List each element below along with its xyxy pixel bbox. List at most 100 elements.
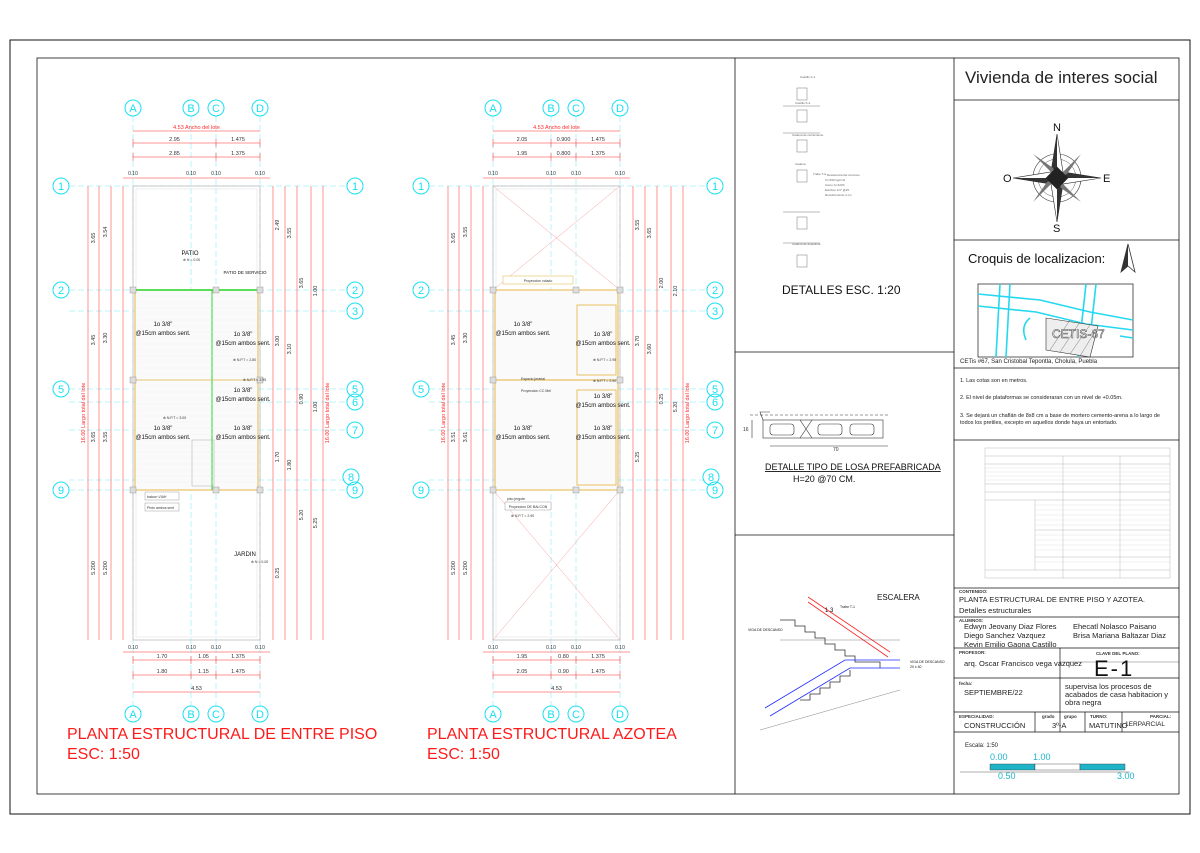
plan-title-azotea: PLANTA ESTRUCTURAL AZOTEA — [427, 726, 677, 743]
axis-bubble-9 — [346, 481, 364, 499]
dim-wall-bottom: 0.10 — [546, 645, 556, 651]
dim-left-value: 3.61 — [463, 432, 469, 443]
axis-bubble-8 — [342, 468, 360, 486]
dim-lot-width: 4.53 Ancho del lote — [533, 125, 580, 131]
project-title: Vivienda de interes social — [965, 68, 1158, 87]
stair-hole — [191, 439, 215, 487]
outer-frame — [9, 39, 1191, 815]
column — [572, 486, 580, 494]
svg-text:Trabe T-1: Trabe T-1 — [813, 172, 826, 176]
dim-left-value: 3.54 — [103, 227, 109, 238]
dim-right-value: 5.20 — [299, 510, 305, 521]
level-marker: ⊕ N.P.T = 3.00 — [163, 416, 186, 420]
dim-right-value: 0.25 — [275, 568, 281, 579]
axis-bubble-6 — [706, 393, 724, 411]
svg-text:f'c=250 kg/cm2: f'c=250 kg/cm2 — [825, 178, 845, 182]
axis-label-9: 9 — [418, 485, 424, 497]
axis-label-9: 9 — [352, 485, 358, 497]
dim-right-value: 3.65 — [299, 278, 305, 289]
dim-bottom-value: 0.90 — [558, 669, 569, 675]
dim-left-value: 5.200 — [463, 561, 469, 575]
contenido: PLANTA ESTRUCTURAL DE ENTRE PISO Y AZOTE… — [959, 595, 1146, 604]
axis-bubble-5 — [706, 380, 724, 398]
section-details-notes: Castillo K-1 Castillo K-2 Cadena de cerr… — [792, 75, 860, 246]
dim-top-value: 1.375 — [231, 151, 245, 157]
axis-bubble-8 — [702, 468, 720, 486]
dim-top-value: 0.800 — [557, 151, 571, 157]
dim-wall-bottom: 0.10 — [615, 645, 625, 651]
dim-right-value: 1.80 — [287, 460, 293, 471]
inner-frame — [36, 57, 1180, 795]
column — [489, 376, 497, 384]
rebar-bar: 1o 3/8" — [594, 426, 613, 432]
dim-wall-bottom: 0.10 — [128, 645, 138, 651]
terrain-table-rows — [985, 467, 1170, 563]
note-1: 1. Las cotas son en metros. — [960, 378, 1028, 384]
plan-scale-azotea: ESC: 1:50 — [427, 746, 500, 763]
profesor-label: PROFESOR: — [959, 650, 986, 655]
axis-label-7: 7 — [712, 425, 718, 437]
dim-top-value: 2.95 — [169, 137, 180, 143]
dim-right-value: 3.55 — [287, 228, 293, 239]
dim-bottom-value: 0.80 — [558, 654, 569, 660]
fecha-label: fecha: — [959, 681, 973, 686]
axis-label-6: 6 — [712, 397, 718, 409]
rebar-spacing: @15cm ambos sent. — [575, 435, 630, 441]
slab-dim-width: 70 — [833, 447, 839, 453]
location-arrow-icon — [1120, 243, 1136, 274]
alumnos-label: ALUMNOS: — [959, 618, 984, 623]
column — [489, 486, 497, 494]
axis-label-8: 8 — [348, 472, 354, 484]
axis-label-1: 1 — [712, 181, 718, 193]
escala-label: Escala: 1:50 — [965, 743, 999, 749]
alumno-3: Kevin Emilio Gaona Castillo — [964, 640, 1057, 649]
axis-bubble-2 — [346, 281, 364, 299]
svg-text:Cadena de cerramiento: Cadena de cerramiento — [792, 133, 824, 137]
note-3: 3. Se dejará un chaflán de 8x8 cm a base… — [960, 413, 1160, 426]
parcial-label: PARCIAL: — [1150, 714, 1172, 719]
fecha: SEPTIEMBRE/22 — [964, 688, 1023, 697]
column — [129, 286, 137, 294]
dim-bottom-value: 1.15 — [198, 669, 209, 675]
level-marker: ⊕ N.P.T = 2.95 — [593, 358, 616, 362]
dim-top-value: 1.475 — [591, 137, 605, 143]
dim-top-value: 2.85 — [169, 151, 180, 157]
dim-left-value: 5.200 — [103, 561, 109, 575]
dim-top-value: 1.375 — [591, 151, 605, 157]
location-map — [977, 283, 1134, 358]
turno: MATUTINO — [1089, 721, 1128, 730]
dim-top-value: 0.900 — [557, 137, 571, 143]
stair-label-trabe: Trabe T-1 — [840, 605, 855, 609]
tag-box — [504, 501, 552, 511]
axis-label-D: D — [616, 103, 624, 115]
parcial: 1ERPARCIAL — [1125, 721, 1165, 728]
supervision: supervisa los procesos de acabados de ca… — [1065, 682, 1168, 707]
axis-label-5: 5 — [712, 384, 718, 396]
dim-wall-top: 0.10 — [488, 171, 498, 177]
alumno-2: Diego Sanchez Vazquez — [964, 631, 1046, 640]
dim-right-value: 1.00 — [313, 286, 319, 297]
axis-label-7: 7 — [352, 425, 358, 437]
column — [212, 286, 220, 294]
rebar-bar: 1o 3/8" — [514, 322, 533, 328]
dim-bottom-value: 2.05 — [517, 669, 528, 675]
dim-right-value: 0.90 — [299, 394, 305, 405]
column — [256, 376, 264, 384]
dim-wall-top: 0.10 — [186, 171, 196, 177]
axis-label-C: C — [212, 103, 220, 115]
dim-left-value: 3.30 — [103, 333, 109, 344]
plan-scale-entre-piso: ESC: 1:50 — [67, 746, 140, 763]
rebar-spacing: @15cm ambos sent. — [135, 435, 190, 441]
axis-bubble-9 — [706, 481, 724, 499]
level-marker: ⊕ N = 0.00 — [183, 258, 200, 262]
compass-s: S — [1053, 223, 1060, 235]
rebar-bar: 1o 3/8" — [154, 426, 173, 432]
axis-label-5: 5 — [418, 384, 424, 396]
plan-title-entre-piso: PLANTA ESTRUCTURAL DE ENTRE PISO — [67, 726, 378, 743]
stair-title: ESCALERA — [877, 593, 920, 602]
rebar-spacing: @15cm ambos sent. — [495, 435, 550, 441]
tag-balcon: balcon VIAH — [147, 495, 167, 499]
dim-wall-bottom: 0.10 — [571, 645, 581, 651]
level-marker: ⊕ N = 0.00 — [251, 560, 268, 564]
scale-mark-1: 1.00 — [1033, 752, 1051, 762]
